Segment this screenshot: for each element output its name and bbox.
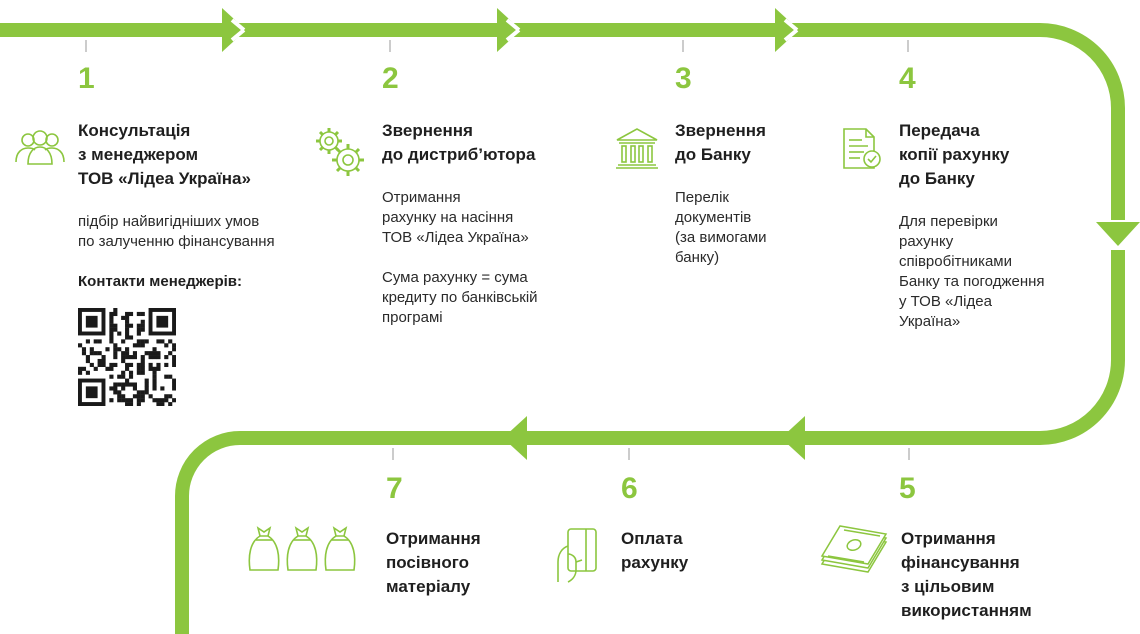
step-2-number: 2	[382, 62, 399, 95]
arrow-head-down	[1096, 222, 1140, 246]
track-right	[175, 250, 1125, 634]
step-4-number: 4	[899, 62, 916, 95]
step-7-title: Отримання посівного матеріалу	[386, 529, 481, 596]
document-check-icon	[838, 126, 884, 172]
step-1-title: Консультація з менеджером ТОВ «Лідеа Укр…	[78, 121, 251, 188]
bank-icon	[614, 126, 660, 170]
step-5-number: 5	[899, 472, 916, 505]
step-7-number: 7	[386, 472, 403, 505]
arrow-head-2	[497, 8, 521, 52]
seed-bags-icon	[246, 526, 360, 574]
qr-code-icon[interactable]	[78, 308, 176, 406]
gears-icon	[312, 124, 368, 180]
step-3-title: Звернення до Банку	[675, 121, 766, 164]
card-payment-icon	[554, 526, 602, 584]
arrow-head-6	[503, 416, 527, 460]
track-top	[0, 23, 1125, 220]
arrow-head-5	[781, 416, 805, 460]
step-3-number: 3	[675, 62, 692, 95]
step-3-desc: Перелік документів (за вимогами банку)	[675, 189, 767, 266]
contacts-label: Контакти менеджерів:	[78, 273, 242, 290]
step-6-title: Оплата рахунку	[621, 529, 689, 572]
arrow-head-3	[775, 8, 799, 52]
money-stack-icon	[818, 524, 890, 576]
step-6-number: 6	[621, 472, 638, 505]
step-5-title: Отримання фінансування з цільовим викори…	[901, 529, 1032, 620]
step-2-desc: Отримання рахунку на насіння ТОВ «Лідеа …	[382, 189, 538, 326]
people-icon	[14, 130, 66, 166]
step-1-desc: підбір найвигідніших умов по залученню ф…	[78, 213, 275, 250]
arrow-head-1	[222, 8, 246, 52]
step-4-title: Передача копії рахунку до Банку	[899, 121, 1010, 188]
step-1-number: 1	[78, 62, 95, 95]
step-2-title: Звернення до дистриб’ютора	[382, 121, 536, 164]
step-4-desc: Для перевірки рахунку співробітниками Ба…	[899, 213, 1045, 330]
